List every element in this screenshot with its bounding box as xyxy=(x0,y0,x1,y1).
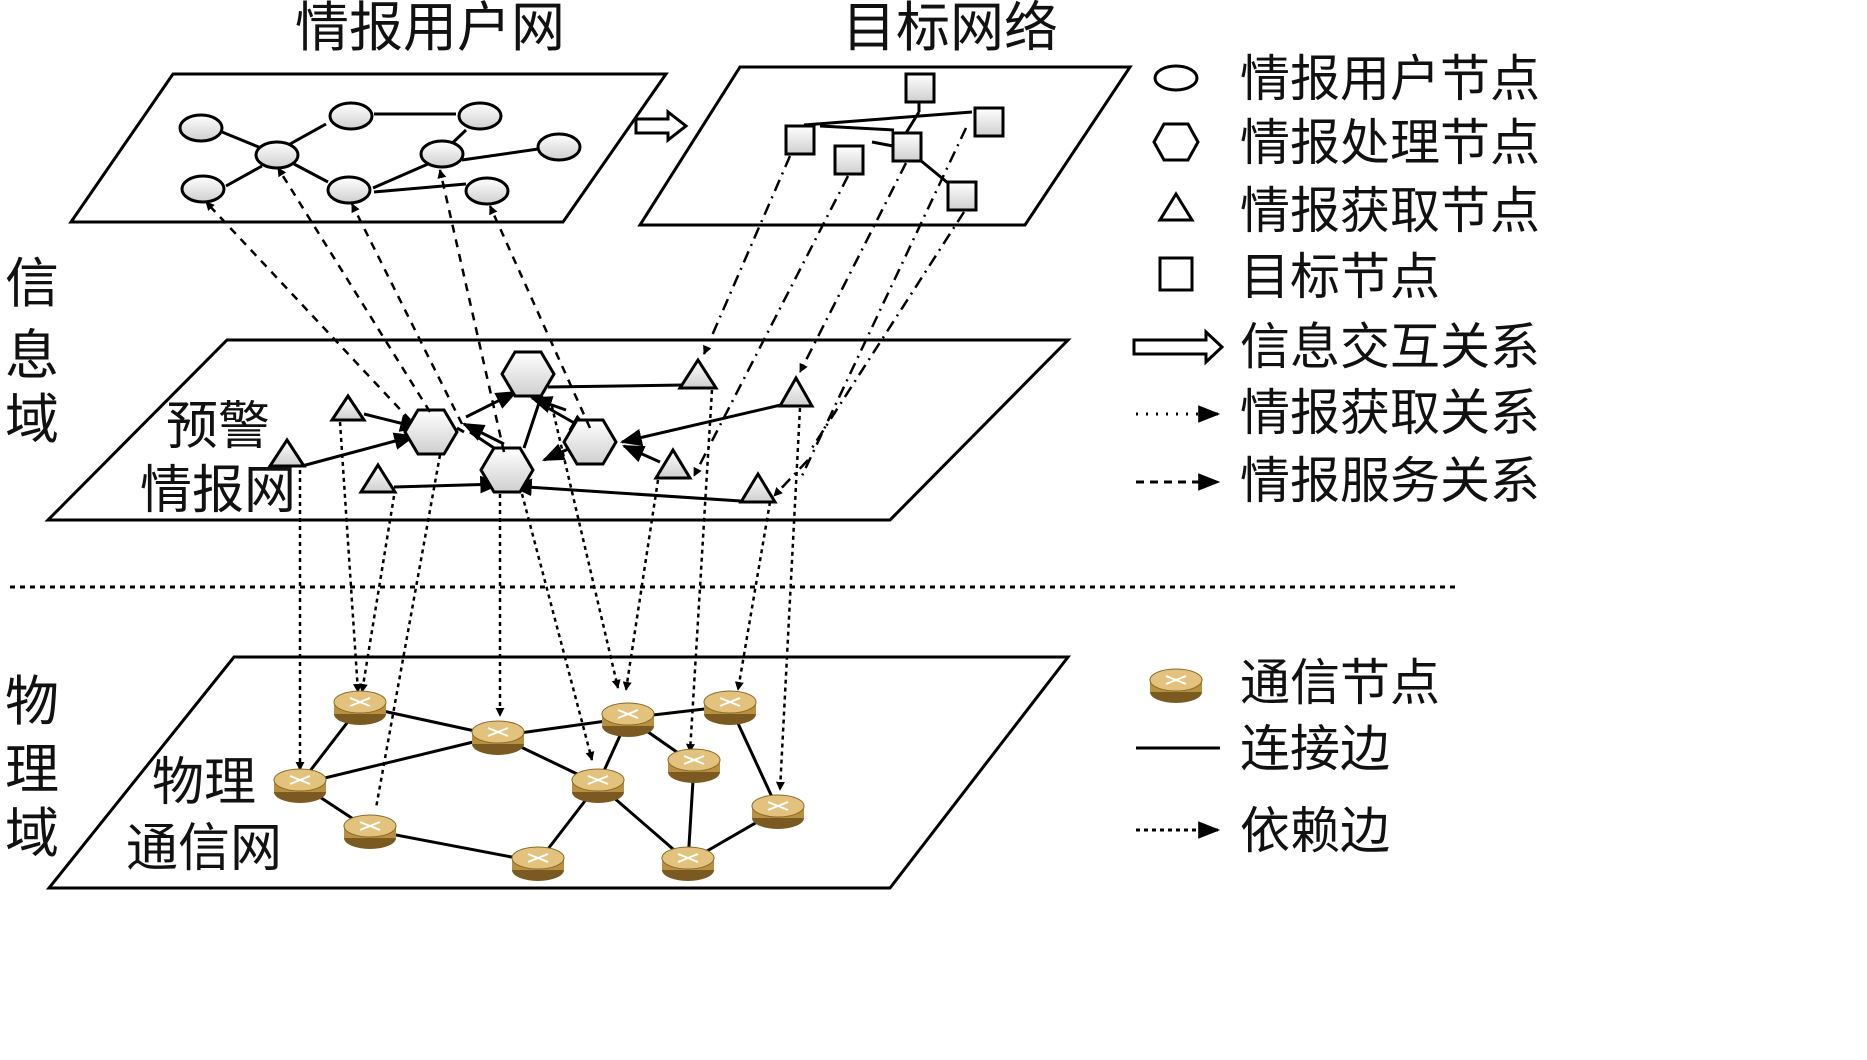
legend-intel-acquire: 情报获取关系 xyxy=(1240,384,1540,442)
legend-comm-node-icon xyxy=(1149,668,1203,704)
acquire-node xyxy=(677,357,719,390)
legend-info-interaction: 信息交互关系 xyxy=(1240,318,1540,376)
user-network-title: 情报用户网 xyxy=(295,0,565,59)
user-node xyxy=(419,139,465,169)
comm-node xyxy=(511,846,565,882)
legend-target-node: 目标节点 xyxy=(1240,248,1440,306)
comm-node xyxy=(471,720,525,756)
process-node xyxy=(479,446,535,494)
dependency-arrows xyxy=(295,389,802,809)
user-node xyxy=(180,174,226,204)
target-node xyxy=(784,124,816,156)
intel-acquire-arrows xyxy=(692,127,968,497)
target-node xyxy=(973,106,1005,138)
comm-node xyxy=(703,690,757,726)
user-nodes xyxy=(178,101,582,206)
phys-net-label-1: 物理 xyxy=(152,753,256,813)
legend-depend-edge: 依赖边 xyxy=(1240,802,1390,860)
target-node xyxy=(946,180,978,212)
user-node xyxy=(464,176,510,206)
process-nodes xyxy=(403,350,618,494)
legend-target-node-icon xyxy=(1158,256,1194,292)
target-node xyxy=(904,72,936,104)
info-flow-arrow xyxy=(634,108,689,144)
process-node xyxy=(500,350,556,398)
comm-node xyxy=(333,690,387,726)
comm-node xyxy=(751,794,805,830)
warning-network-edges xyxy=(301,383,786,504)
user-node xyxy=(326,175,372,205)
phys-domain-char-3: 域 xyxy=(5,802,59,865)
target-nodes xyxy=(784,72,1005,212)
comm-node xyxy=(571,768,625,804)
intel-service-arrows xyxy=(205,167,592,453)
user-node xyxy=(457,101,503,131)
comm-node xyxy=(343,814,397,850)
user-node xyxy=(254,140,300,170)
comm-node xyxy=(661,846,715,882)
phys-net-label-2: 通信网 xyxy=(126,819,282,879)
user-node xyxy=(536,132,582,162)
comm-node xyxy=(667,748,721,784)
info-domain-char-2: 息 xyxy=(5,324,59,387)
phys-domain-char-2: 理 xyxy=(5,738,59,801)
legend: 情报用户节点 情报处理节点 情报获取节点 目标节点 信息交互关系 情报获取关系 … xyxy=(1132,50,1540,860)
acquire-nodes xyxy=(267,357,815,504)
comm-node xyxy=(273,768,327,804)
acquire-node xyxy=(329,393,367,422)
acquire-node xyxy=(267,437,307,468)
acquire-node xyxy=(653,447,693,480)
info-domain-char-1: 信 xyxy=(5,252,59,315)
target-network-title: 目标网络 xyxy=(842,0,1058,59)
acquire-node xyxy=(738,471,778,504)
process-node xyxy=(562,418,618,466)
legend-link-edge: 连接边 xyxy=(1240,720,1390,778)
process-node xyxy=(403,408,459,456)
legend-intel-service: 情报服务关系 xyxy=(1240,452,1540,510)
legend-process-node: 情报处理节点 xyxy=(1240,114,1540,172)
legend-acquire-node-icon xyxy=(1157,191,1195,222)
legend-process-node-icon xyxy=(1152,122,1200,162)
user-node xyxy=(328,101,374,131)
legend-user-node: 情报用户节点 xyxy=(1240,50,1540,108)
legend-acquire-node: 情报获取节点 xyxy=(1240,182,1540,240)
legend-comm-node: 通信节点 xyxy=(1240,654,1440,712)
target-node xyxy=(833,144,865,176)
warning-net-label-1: 预警 xyxy=(166,397,270,457)
warning-net-label-2: 情报网 xyxy=(140,461,296,521)
physical-network-plane xyxy=(45,655,1072,890)
phys-domain-char-1: 物 xyxy=(5,670,59,733)
comm-node xyxy=(601,702,655,738)
legend-info-interaction-icon xyxy=(1132,328,1225,366)
acquire-node xyxy=(358,462,398,494)
legend-user-node-icon xyxy=(1153,64,1199,92)
acquire-node xyxy=(777,374,815,408)
target-node xyxy=(891,131,923,163)
info-domain-char-3: 域 xyxy=(5,388,59,451)
user-node xyxy=(178,113,224,143)
